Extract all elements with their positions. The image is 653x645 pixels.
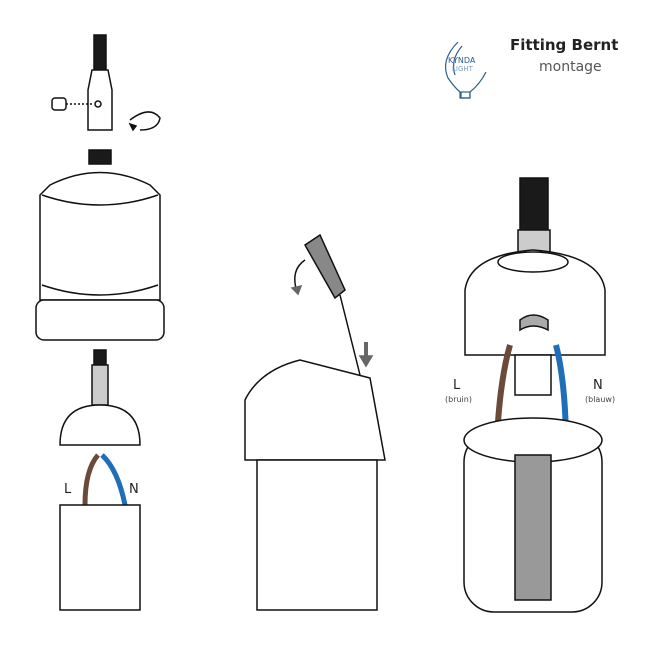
step3-socket	[463, 177, 606, 613]
page-title: Fitting Bernt	[510, 36, 619, 54]
step3-live-label: L	[453, 378, 461, 393]
step1-live-label: L	[64, 482, 72, 497]
kynda-logo	[445, 41, 487, 99]
logo-text-2: LIGHT	[452, 65, 473, 73]
logo-text: KYNDA	[448, 56, 476, 65]
step3-live-color: (bruin)	[445, 395, 472, 404]
step1-fitting	[35, 34, 165, 611]
step2-screwdriver	[244, 233, 386, 611]
step1-neutral-label: N	[129, 482, 139, 497]
step3-neutral-color: (blauw)	[585, 395, 616, 404]
step3-neutral-label: N	[593, 378, 603, 393]
page-subtitle: montage	[539, 59, 602, 75]
